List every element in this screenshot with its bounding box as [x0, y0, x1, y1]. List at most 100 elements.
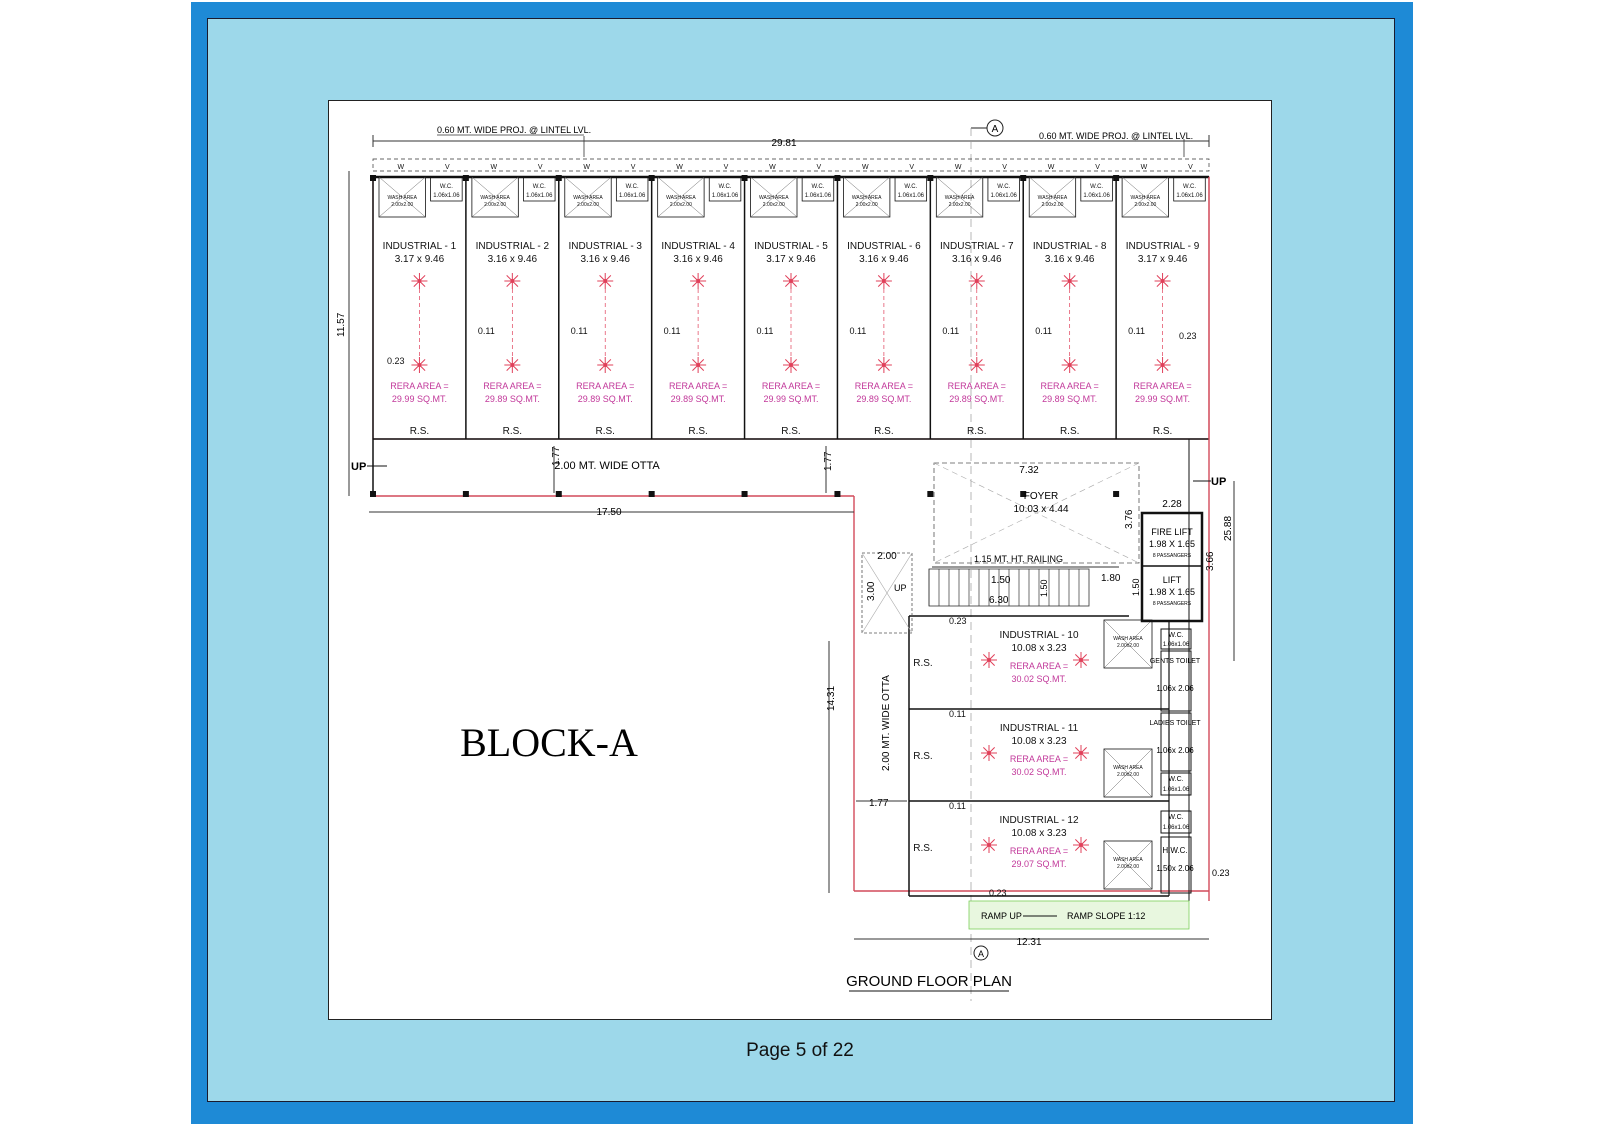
wc-side-3-label: W.C. — [1168, 814, 1183, 821]
column — [648, 491, 655, 497]
lift-core — [1140, 511, 1204, 623]
ramp-up-label: RAMP UP — [981, 911, 1022, 921]
wc — [615, 176, 649, 202]
rera-area-value: 29.89 SQ.MT. — [485, 394, 540, 404]
vent-label: V — [1095, 164, 1100, 171]
stair-steps — [928, 568, 1090, 607]
unit-side-name: INDUSTRIAL - 12 — [999, 815, 1079, 826]
column — [555, 491, 562, 497]
column — [1113, 175, 1120, 181]
wash-area-label: WASH AREA — [759, 195, 789, 201]
wall-thickness: 0.11 — [757, 326, 774, 336]
light-fixture-icon — [1061, 357, 1078, 373]
rera-area-value: 29.89 SQ.MT. — [671, 394, 726, 404]
ladies-toilet-name: LADIES TOILET — [1149, 720, 1201, 727]
dim-flight: 6.30 — [989, 595, 1009, 606]
rera-label: RERA AREA = — [1133, 381, 1191, 391]
dim-foyer-width: 7.32 — [1019, 465, 1039, 476]
wash-area-label: WASH AREA — [480, 195, 510, 201]
dim-landing-w: 1.50 — [991, 575, 1011, 586]
wash-area-label: WASH AREA — [1131, 195, 1161, 201]
vent-label: V — [538, 164, 543, 171]
ramp — [968, 900, 1190, 930]
column — [834, 491, 841, 497]
light-fixture-icon — [968, 273, 985, 289]
block-label: BLOCK-A — [460, 720, 638, 765]
wash-area-size: 2.00x2.00 — [670, 202, 692, 208]
rs-label: R.S. — [913, 751, 932, 762]
rera-label: RERA AREA = — [1041, 381, 1099, 391]
foyer-area — [933, 462, 1140, 564]
column — [1113, 491, 1120, 497]
wash-area-size: 2.00x2.00 — [763, 202, 785, 208]
wash-area-label: WASH AREA — [1113, 765, 1143, 771]
lift-name: LIFT — [1163, 575, 1182, 585]
unit-top-size: 3.16 x 9.46 — [673, 254, 723, 265]
wash-area-size: 2.00x2.00 — [1117, 864, 1139, 870]
window-label: W — [955, 164, 962, 171]
wall-thickness: 0.11 — [664, 326, 681, 336]
light-fixture-icon — [411, 357, 428, 373]
wash-area-label: WASH AREA — [1113, 857, 1143, 863]
otta-depth-2: 1.77 — [823, 451, 834, 471]
rs-label: R.S. — [913, 658, 932, 669]
otta-top-label: 2.00 MT. WIDE OTTA — [554, 460, 660, 472]
plan-sheet: 29.81 0.60 MT. WIDE PROJ. @ LINTEL LVL. … — [328, 100, 1272, 1020]
wash-area-size: 2.00x2.00 — [391, 202, 413, 208]
rera-label: RERA AREA = — [855, 381, 913, 391]
foyer-size: 10.03 x 4.44 — [1013, 504, 1068, 515]
light-fixture-icon — [597, 273, 614, 289]
wc — [1173, 176, 1206, 202]
wash-area-label: WASH AREA — [1038, 195, 1068, 201]
wash-area-size: 2.00x2.00 — [949, 202, 971, 208]
dim-top-overall: 29.81 — [771, 138, 796, 149]
vent-label: V — [724, 164, 729, 171]
rera-label: RERA AREA = — [483, 381, 541, 391]
wc-label: W.C. — [1090, 184, 1103, 190]
wc-side-3-size: 1.06x1.06 — [1163, 825, 1190, 831]
wash-area — [935, 176, 984, 218]
wc-label: W.C. — [719, 184, 732, 190]
light-fixture-icon — [597, 357, 614, 373]
rera-label: RERA AREA = — [762, 381, 820, 391]
up-label-left: UP — [351, 461, 366, 473]
projection-note-left: 0.60 MT. WIDE PROJ. @ LINTEL LVL. — [437, 125, 591, 135]
rs-label: R.S. — [410, 426, 429, 437]
dim-left-height: 11.57 — [336, 312, 347, 337]
otta-side-label: 2.00 MT. WIDE OTTA — [881, 675, 892, 771]
light-fixture-icon — [783, 273, 799, 289]
wash-area-size: 2.00x2.00 — [1134, 202, 1156, 208]
wc-side-1-label: W.C. — [1168, 632, 1183, 639]
rera-label: RERA AREA = — [669, 381, 727, 391]
unit-top-name: INDUSTRIAL - 3 — [568, 241, 642, 252]
wash-area-label: WASH AREA — [387, 195, 417, 201]
wash-area-size: 2.00x2.00 — [856, 202, 878, 208]
unit-top-name: INDUSTRIAL - 2 — [476, 241, 550, 252]
wc-size: 1.06x1.06 — [991, 193, 1018, 199]
unit-side-size: 10.08 x 3.23 — [1011, 736, 1066, 747]
fire-lift-size: 1.98 X 1.65 — [1149, 539, 1195, 549]
rs-label: R.S. — [688, 426, 707, 437]
top-dimension-group: 29.81 0.60 MT. WIDE PROJ. @ LINTEL LVL. … — [372, 119, 1210, 1001]
dim-gap: 1.80 — [1101, 573, 1121, 584]
otta-depth-1: 1.77 — [551, 446, 562, 466]
wash-area — [1103, 748, 1153, 798]
light-fixture-icon — [875, 357, 892, 373]
lift-size: 1.98 X 1.65 — [1149, 587, 1195, 597]
hwc-size: 1.50x 2.06 — [1156, 864, 1194, 873]
unit-top-size: 3.17 x 9.46 — [766, 254, 816, 265]
wc — [523, 176, 556, 202]
dim-right-setback: 0.23 — [1212, 868, 1230, 878]
unit-top-size: 3.16 x 9.46 — [488, 254, 538, 265]
wall-thickness: 0.11 — [849, 326, 866, 336]
rera-label: RERA AREA = — [1010, 661, 1068, 671]
wc-size: 1.06x1.06 — [1083, 193, 1110, 199]
wall-thickness-right: 0.23 — [1179, 331, 1197, 341]
ladies-toilet-size: 1.06x 2.06 — [1156, 746, 1194, 755]
plan-title: GROUND FLOOR PLAN — [846, 973, 1012, 990]
stair-landing — [861, 552, 913, 634]
